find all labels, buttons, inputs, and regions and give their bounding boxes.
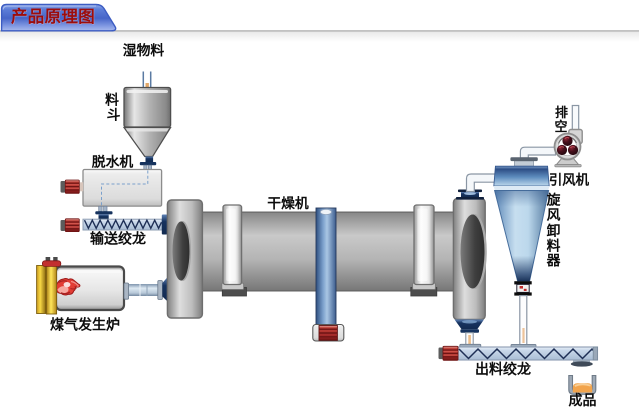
svg-text:器: 器	[546, 253, 561, 268]
svg-text:料: 料	[105, 92, 119, 108]
svg-text:脱水机: 脱水机	[92, 154, 134, 170]
svg-text:产品原理图: 产品原理图	[11, 6, 95, 26]
svg-text:排: 排	[555, 105, 568, 120]
svg-text:空: 空	[554, 119, 567, 134]
svg-text:卸: 卸	[547, 223, 561, 239]
svg-text:输送绞龙: 输送绞龙	[90, 231, 146, 247]
svg-text:产品原理图: 产品原理图	[12, 7, 96, 27]
svg-text:料: 料	[547, 238, 561, 254]
svg-text:旋: 旋	[546, 192, 561, 208]
svg-text:出料绞龙: 出料绞龙	[475, 361, 531, 377]
svg-text:成品: 成品	[569, 392, 597, 408]
svg-text:风: 风	[547, 208, 561, 223]
svg-text:煤气发生炉: 煤气发生炉	[50, 317, 120, 333]
svg-text:引风机: 引风机	[549, 172, 590, 188]
svg-text:干燥机: 干燥机	[267, 195, 309, 211]
svg-text:斗: 斗	[107, 108, 121, 123]
svg-text:湿物料: 湿物料	[123, 42, 165, 58]
